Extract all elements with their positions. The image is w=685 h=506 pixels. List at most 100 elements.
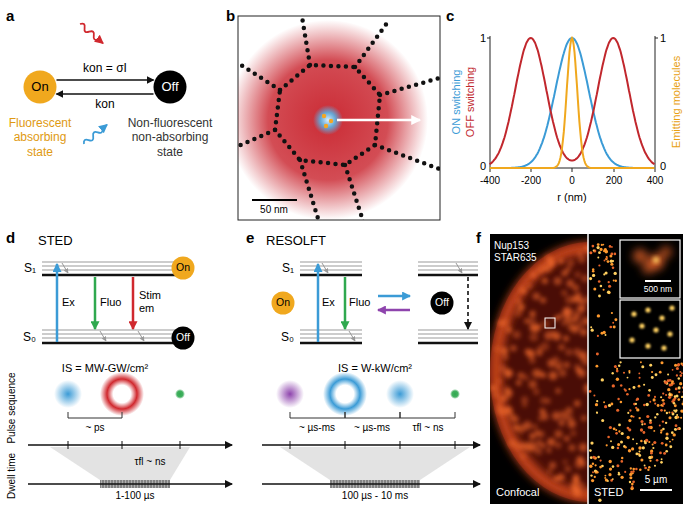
resolft-jablonski [418, 269, 478, 270]
sted-dot [604, 475, 606, 477]
transition-label: Fluo [349, 296, 370, 309]
sted-jablonski [42, 261, 180, 262]
sted-dot [660, 396, 662, 398]
sted-dot [638, 446, 641, 449]
sted-jablonski [42, 262, 180, 338]
sted-dot [603, 331, 606, 334]
confocal-blob [500, 347, 508, 355]
inset-sted [661, 345, 666, 350]
sted-dot [669, 445, 672, 448]
sted-dot [649, 364, 652, 367]
sted-pulse-sequence [68, 412, 122, 418]
sted-dot [652, 447, 654, 449]
state-description: Fluorescent absorbing state [4, 116, 76, 159]
sted-dot [643, 423, 645, 425]
sted-dot [662, 402, 665, 405]
sted-dot [660, 361, 663, 364]
confocal-blob [518, 303, 525, 310]
profile-plot [655, 36, 656, 168]
circle-outline [154, 71, 187, 104]
inset-confocal [645, 280, 671, 282]
sted-jablonski [42, 342, 180, 345]
sted-dot [664, 381, 667, 384]
inset-confocal [660, 246, 672, 258]
confocal-blob [563, 460, 568, 465]
confocal-blob [580, 461, 586, 467]
axis-title: Dwell time [6, 453, 18, 499]
sted-dot [623, 372, 625, 374]
psf-illustration [322, 114, 326, 118]
time-label: τfl ~ ns [413, 422, 444, 434]
sted-dot [616, 409, 619, 412]
sted-dot [629, 476, 632, 479]
sted-dot [612, 372, 614, 374]
sted-dot [598, 280, 601, 283]
confocal-blob [521, 396, 528, 403]
sted-dot [592, 270, 595, 273]
sted-dot [641, 423, 643, 425]
resolft-jablonski [300, 262, 478, 343]
sted-jablonski [42, 274, 180, 277]
sted-dot [671, 411, 673, 413]
sted-dot [595, 403, 598, 406]
sted-dot [680, 417, 682, 419]
sted-dot [662, 428, 665, 431]
inset-sted [667, 331, 672, 336]
sted-dot [659, 371, 662, 374]
sted-dot [590, 456, 593, 459]
transition-label: Stim em [139, 289, 169, 314]
time-label: ~ µs-ms [354, 422, 390, 434]
molecule-dots [300, 16, 310, 65]
time-label: τfl ~ ns [135, 456, 166, 468]
sted-dot [667, 373, 669, 375]
resolft-jablonski [418, 329, 478, 330]
sted-dot [677, 386, 680, 389]
panel-letter: b [226, 7, 235, 24]
resolft-jablonski [300, 275, 478, 343]
sted-dot [683, 394, 684, 396]
sted-dot [593, 394, 595, 396]
sted-dot [597, 456, 600, 459]
molecule-dots [300, 160, 320, 220]
sted-dot [665, 437, 668, 440]
molecule-dots [238, 130, 275, 147]
confocal-blob [490, 385, 497, 392]
panel-letter: c [446, 7, 454, 24]
sted-dot [596, 411, 598, 413]
confocal-blob [540, 397, 547, 404]
resolft-jablonski [317, 264, 320, 342]
tick-label: 0 [660, 160, 666, 173]
sted-dot [668, 411, 670, 413]
sted-dot [653, 441, 656, 444]
sted-dot [677, 416, 679, 418]
confocal-blob [527, 283, 532, 288]
sted-dot [610, 263, 613, 266]
axis-title: Emitting molecules [670, 56, 683, 148]
confocal-blob [513, 331, 521, 339]
sted-dot [632, 438, 634, 440]
sted-dot [654, 403, 656, 405]
energy-level-label: S₁ [282, 262, 294, 276]
sted-dot [679, 374, 682, 377]
sted-dot [679, 371, 681, 373]
confocal-blob [544, 331, 553, 340]
inset-confocal [633, 246, 672, 274]
sted-dot [675, 409, 677, 411]
sted-dot [589, 390, 592, 393]
sted-dot [621, 460, 624, 463]
sted-dot [592, 471, 594, 473]
sted-dot [616, 378, 619, 381]
confocal-blob [558, 258, 564, 264]
sted-dot [678, 391, 680, 393]
circle-outline [24, 71, 57, 104]
sted-dot [648, 466, 650, 468]
sted-dot [632, 480, 635, 483]
tick-label: 0 [480, 160, 486, 173]
time-label: 100 µs - 10 ms [342, 490, 408, 502]
sted-dot [650, 452, 653, 455]
sted-dot [644, 467, 647, 470]
light-wave [82, 123, 108, 146]
confocal-blob [581, 415, 587, 421]
sted-jablonski [42, 333, 180, 334]
profile-plot [487, 38, 490, 39]
